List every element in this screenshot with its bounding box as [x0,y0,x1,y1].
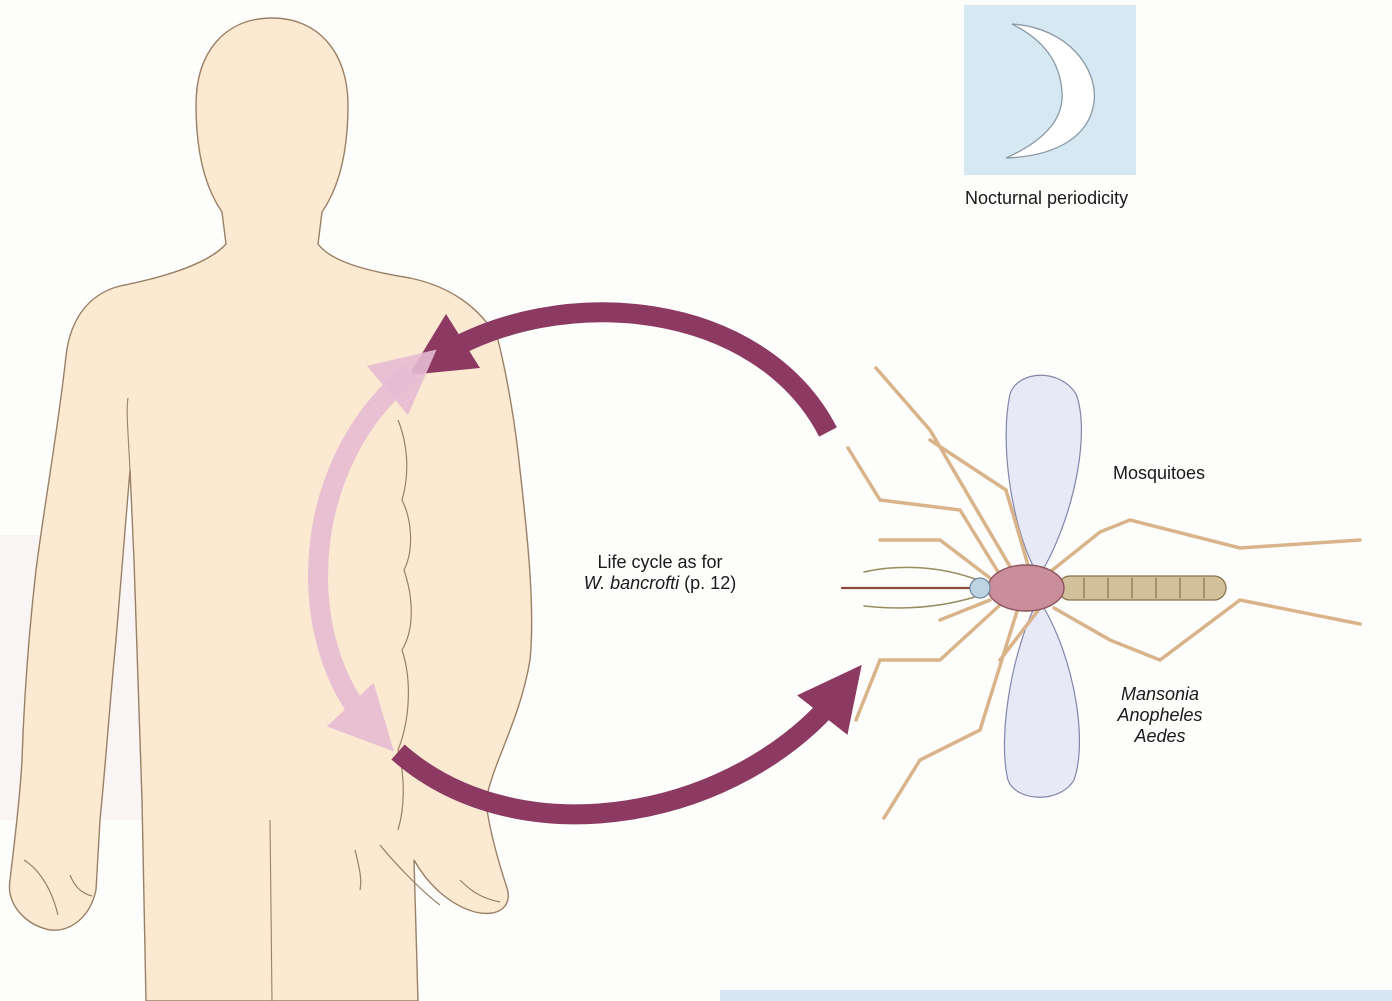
life-cycle-label: Life cycle as for W. bancrofti (p. 12) [560,552,760,594]
life-cycle-line1: Life cycle as for [560,552,760,573]
bottom-strip [720,990,1392,1001]
genus-label: Aedes [1100,726,1220,747]
mosquito-antenna-lower [864,596,978,608]
mosquito-thorax [988,565,1064,611]
mosquito-antenna-upper [864,567,978,580]
mosquito-genera-list: Mansonia Anopheles Aedes [1100,684,1220,747]
genus-label: Anopheles [1100,705,1220,726]
human-figure [9,18,531,1001]
mosquito-legs-upper [848,368,1360,578]
life-cycle-species: W. bancrofti [584,573,679,593]
mosquito-abdomen [1058,576,1226,600]
life-cycle-page-ref: (p. 12) [679,573,736,593]
mosquito-illustration [842,368,1360,818]
mosquito-wing-upper [1006,375,1081,568]
mosquito-wing-lower [1004,608,1079,797]
moon-panel [964,5,1136,175]
nocturnal-periodicity-label: Nocturnal periodicity [965,188,1128,209]
mosquito-head [970,578,990,598]
genus-label: Mansonia [1100,684,1220,705]
life-cycle-line2: W. bancrofti (p. 12) [560,573,760,594]
mosquitoes-label: Mosquitoes [1113,463,1205,484]
